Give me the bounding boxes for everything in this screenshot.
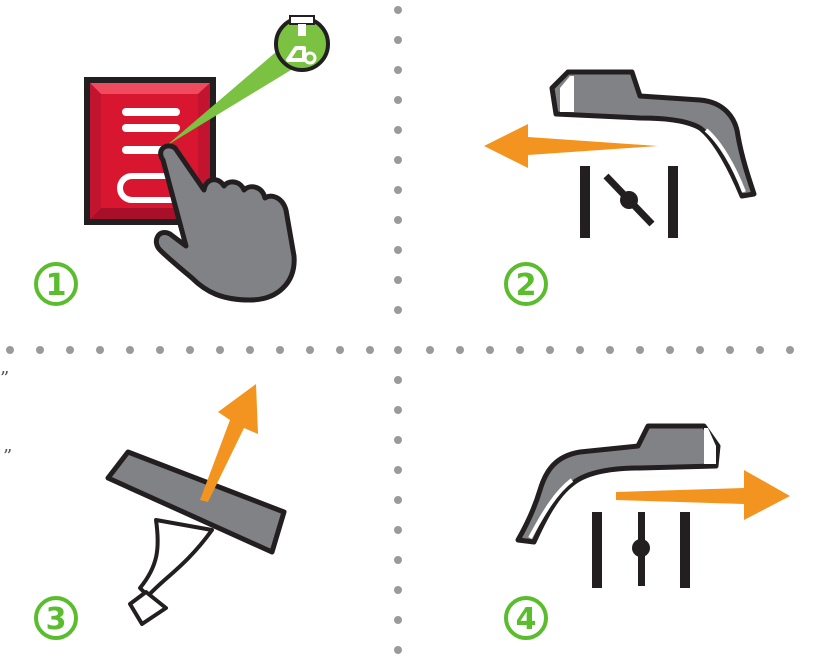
signal-beam [166,40,314,146]
push-arrow-right [616,470,790,520]
lock-open-icon [580,166,678,238]
step-2-panel: 2 [484,69,757,306]
pointing-hand-icon [153,143,297,303]
step-3-badge: 3 [34,596,78,640]
lock-closed-icon [592,512,690,588]
margin-mark-top: ” [0,368,9,389]
step-1-number: 1 [46,268,67,303]
margin-mark-bottom: ” [3,446,12,467]
step-4-panel: 4 [504,423,790,640]
app-lock-icon [274,15,330,72]
step-3-number: 3 [46,602,67,637]
step-1-badge: 1 [34,262,78,306]
step-2-number: 2 [516,268,537,303]
step-1-panel: 1 [34,15,330,306]
step-2-badge: 2 [504,262,548,306]
key-stem [138,518,214,598]
door-handle-icon [549,69,757,199]
horizontal-divider [6,346,794,354]
step-4-number: 4 [516,602,537,637]
pull-arrow-left [484,124,658,168]
step-3-panel: 3 [34,384,287,640]
step-4-badge: 4 [504,596,548,640]
tilted-plate [105,449,287,555]
vertical-divider [394,6,402,654]
door-handle-icon-mirrored [515,423,721,545]
tilt-arrow-icon [200,384,258,502]
